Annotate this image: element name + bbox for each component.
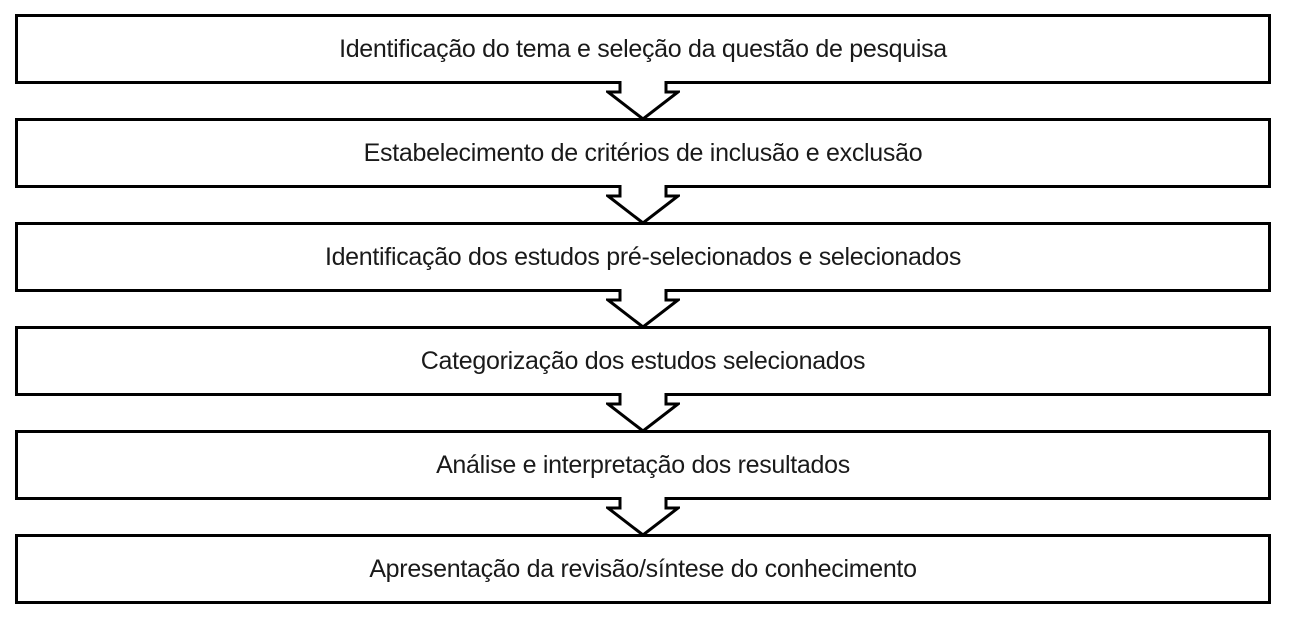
flow-step-label: Identificação do tema e seleção da quest… — [339, 34, 947, 63]
flow-step-4: Categorização dos estudos selecionados — [15, 326, 1271, 396]
flow-step-5: Análise e interpretação dos resultados — [15, 430, 1271, 500]
flow-step-label: Estabelecimento de critérios de inclusão… — [363, 138, 923, 167]
flow-step-label: Categorização dos estudos selecionados — [420, 346, 866, 375]
down-arrow-icon — [606, 81, 680, 121]
flow-step-3: Identificação dos estudos pré-selecionad… — [15, 222, 1271, 292]
flow-step-label: Análise e interpretação dos resultados — [436, 450, 850, 479]
flow-step-6: Apresentação da revisão/síntese do conhe… — [15, 534, 1271, 604]
flow-step-label: Apresentação da revisão/síntese do conhe… — [369, 554, 917, 583]
flow-step-1: Identificação do tema e seleção da quest… — [15, 14, 1271, 84]
flow-step-2: Estabelecimento de critérios de inclusão… — [15, 118, 1271, 188]
flow-step-label: Identificação dos estudos pré-selecionad… — [324, 242, 962, 271]
down-arrow-icon — [606, 393, 680, 433]
down-arrow-icon — [606, 185, 680, 225]
down-arrow-icon — [606, 497, 680, 537]
down-arrow-icon — [606, 289, 680, 329]
